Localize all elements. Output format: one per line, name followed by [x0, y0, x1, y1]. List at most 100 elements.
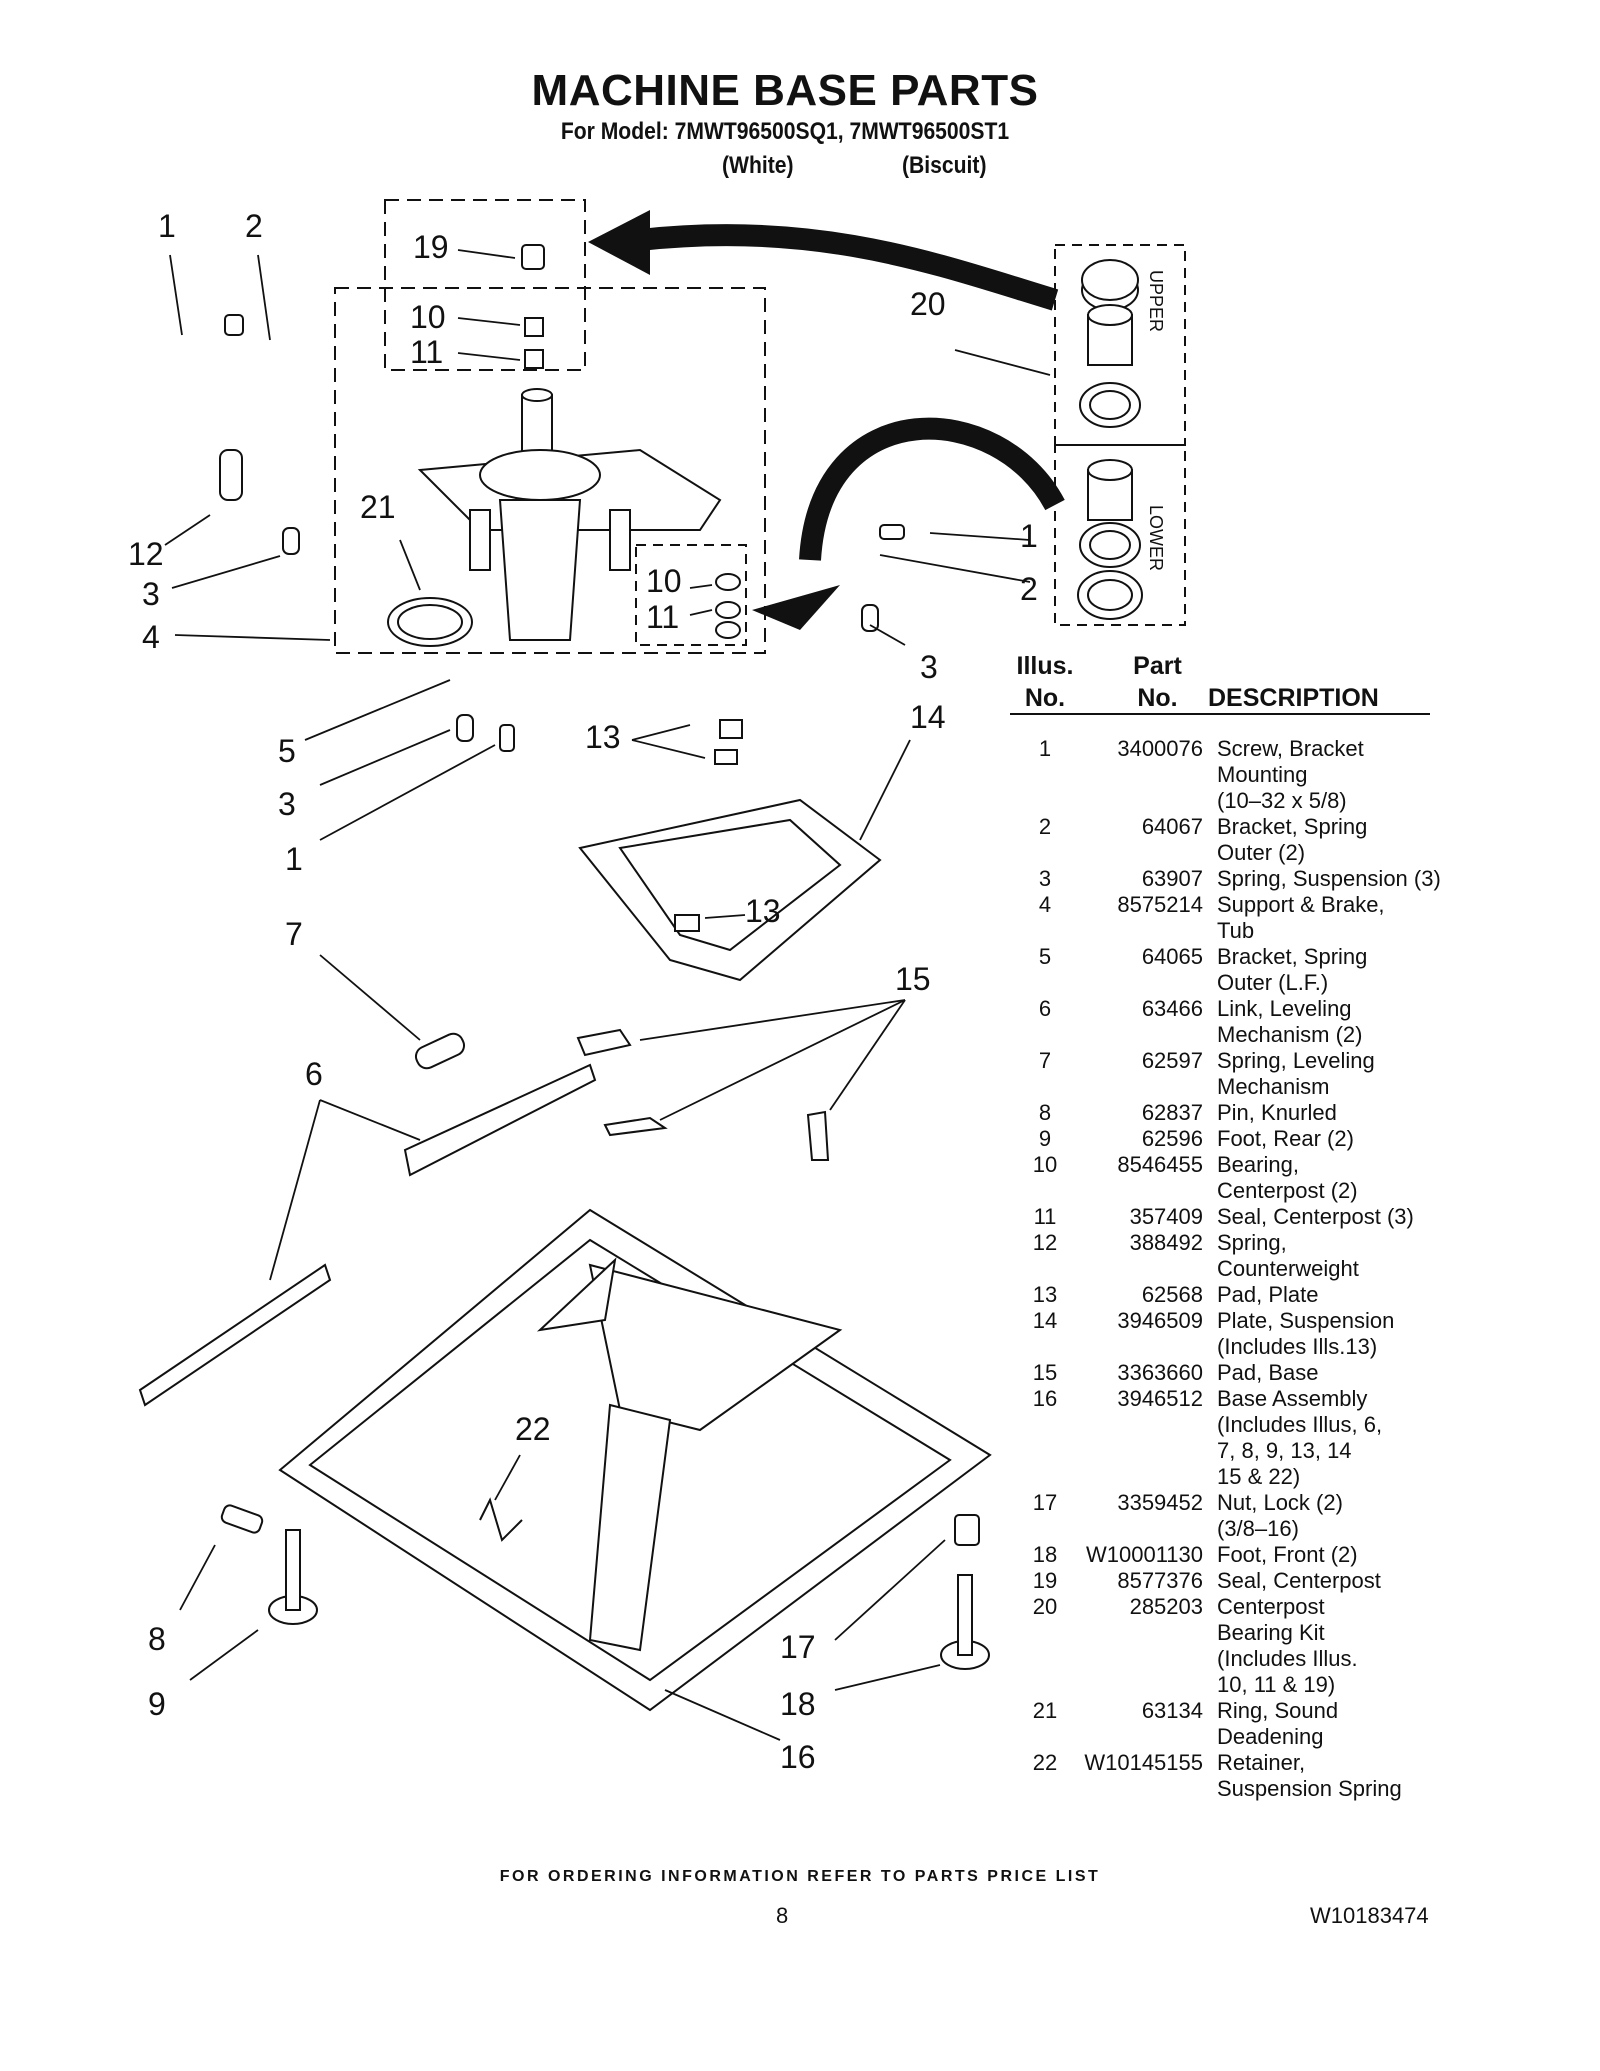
- description-line: Support & Brake,: [1217, 892, 1385, 917]
- callout-5: 5: [278, 733, 296, 769]
- description-line: Outer (L.F.): [1217, 970, 1329, 995]
- variant-white: (White): [722, 152, 794, 179]
- header-rule: [1010, 713, 1430, 715]
- illus-number: 21: [1032, 1698, 1058, 1723]
- illus-number: 13: [1032, 1282, 1058, 1307]
- part-number: 357409: [1129, 1204, 1203, 1229]
- callout-10b: 10: [646, 563, 682, 599]
- description-line: Bearing Kit: [1217, 1620, 1325, 1645]
- callout-2: 2: [245, 208, 263, 244]
- description-line: Bracket, Spring: [1217, 814, 1368, 839]
- part-number: 8577376: [1117, 1568, 1203, 1593]
- illus-number: 9: [1038, 1126, 1052, 1151]
- callout-17: 17: [780, 1629, 816, 1665]
- part-number: 3359452: [1117, 1490, 1203, 1515]
- callout-16: 16: [780, 1739, 816, 1775]
- callout-13b: 13: [745, 893, 781, 929]
- callouts: 1 2 12 3 4 21 19 10 11 20 10 11 1 2 3 5 …: [128, 208, 1038, 1775]
- illus-number: 18: [1032, 1542, 1058, 1567]
- kit-lower-label: LOWER: [1146, 505, 1166, 571]
- illus-number: 19: [1032, 1568, 1058, 1593]
- lower-bearing-box: [635, 544, 747, 646]
- illus-number: 14: [1032, 1308, 1058, 1333]
- kit-parts: [1077, 259, 1143, 620]
- description-line: Base Assembly: [1217, 1386, 1368, 1411]
- part-number: 285203: [1129, 1594, 1203, 1619]
- part-number: 8546455: [1117, 1152, 1203, 1177]
- doc-number: W10183474: [1310, 1903, 1429, 1928]
- part-description: Spring,Counterweight: [1217, 1230, 1477, 1282]
- callout-8: 8: [148, 1621, 166, 1657]
- illus-number: 17: [1032, 1490, 1058, 1515]
- part-number: 64065: [1141, 944, 1203, 969]
- tub-support-assembly: [387, 244, 741, 647]
- description-line: Link, Leveling: [1217, 996, 1352, 1021]
- description-header: DESCRIPTION: [1208, 684, 1379, 712]
- suspension-plate: [578, 719, 882, 982]
- callout-18: 18: [780, 1686, 816, 1722]
- callout-14: 14: [910, 699, 946, 735]
- callout-3b: 3: [920, 649, 938, 685]
- description-line: 7, 8, 9, 13, 14: [1217, 1438, 1352, 1463]
- callout-7: 7: [285, 916, 303, 952]
- description-line: 10, 11 & 19): [1217, 1672, 1336, 1697]
- description-line: Tub: [1217, 918, 1255, 943]
- description-line: Mounting: [1217, 762, 1308, 787]
- callout-13: 13: [585, 719, 621, 755]
- part-description: Seal, Centerpost: [1217, 1568, 1477, 1594]
- callout-22: 22: [515, 1411, 551, 1447]
- description-line: Mechanism (2): [1217, 1022, 1363, 1047]
- callout-11: 11: [410, 334, 443, 370]
- description-line: Bracket, Spring: [1217, 944, 1368, 969]
- callout-15: 15: [895, 961, 931, 997]
- part-description: Pad, Base: [1217, 1360, 1477, 1386]
- illus-number: 20: [1032, 1594, 1058, 1619]
- part-description: Support & Brake,Tub: [1217, 892, 1477, 944]
- part-number: 62837: [1141, 1100, 1203, 1125]
- description-line: Retainer,: [1217, 1750, 1306, 1775]
- part-header: Part No.: [1110, 650, 1205, 714]
- description-line: Spring, Suspension (3): [1217, 866, 1441, 891]
- part-number: 3400076: [1117, 736, 1203, 761]
- leader-lines: [164, 249, 1051, 1741]
- variant-biscuit: (Biscuit): [902, 152, 987, 179]
- part-number: 8575214: [1117, 892, 1203, 917]
- kit-upper-label: UPPER: [1146, 270, 1166, 332]
- callout-20: 20: [910, 286, 946, 322]
- callout-11b: 11: [646, 599, 679, 635]
- description-line: Centerpost: [1217, 1594, 1325, 1619]
- illus-number: 4: [1038, 892, 1052, 917]
- illus-number: 5: [1038, 944, 1052, 969]
- description-line: (Includes Illus.: [1217, 1646, 1358, 1671]
- part-number: W10001130: [1085, 1542, 1203, 1567]
- callout-6: 6: [305, 1056, 323, 1092]
- description-line: (3/8–16): [1217, 1516, 1299, 1541]
- illus-header-line2: No.: [1024, 684, 1066, 712]
- description-line: Screw, Bracket: [1217, 736, 1364, 761]
- ordering-note: FOR ORDERING INFORMATION REFER TO PARTS …: [499, 1868, 1101, 1885]
- part-number: 62568: [1141, 1282, 1203, 1307]
- illus-number: 12: [1032, 1230, 1058, 1255]
- part-description: Spring, Suspension (3): [1217, 866, 1477, 892]
- leveling-parts: [138, 314, 905, 1407]
- description-line: Suspension Spring: [1217, 1776, 1402, 1801]
- description-line: Centerpost (2): [1217, 1178, 1358, 1203]
- illus-number: 6: [1038, 996, 1052, 1021]
- lower-kit-box: [1054, 444, 1186, 626]
- callout-12: 12: [128, 536, 164, 572]
- part-description: Base Assembly(Includes Illus, 6,7, 8, 9,…: [1217, 1386, 1477, 1490]
- part-header-line1: Part: [1133, 652, 1182, 680]
